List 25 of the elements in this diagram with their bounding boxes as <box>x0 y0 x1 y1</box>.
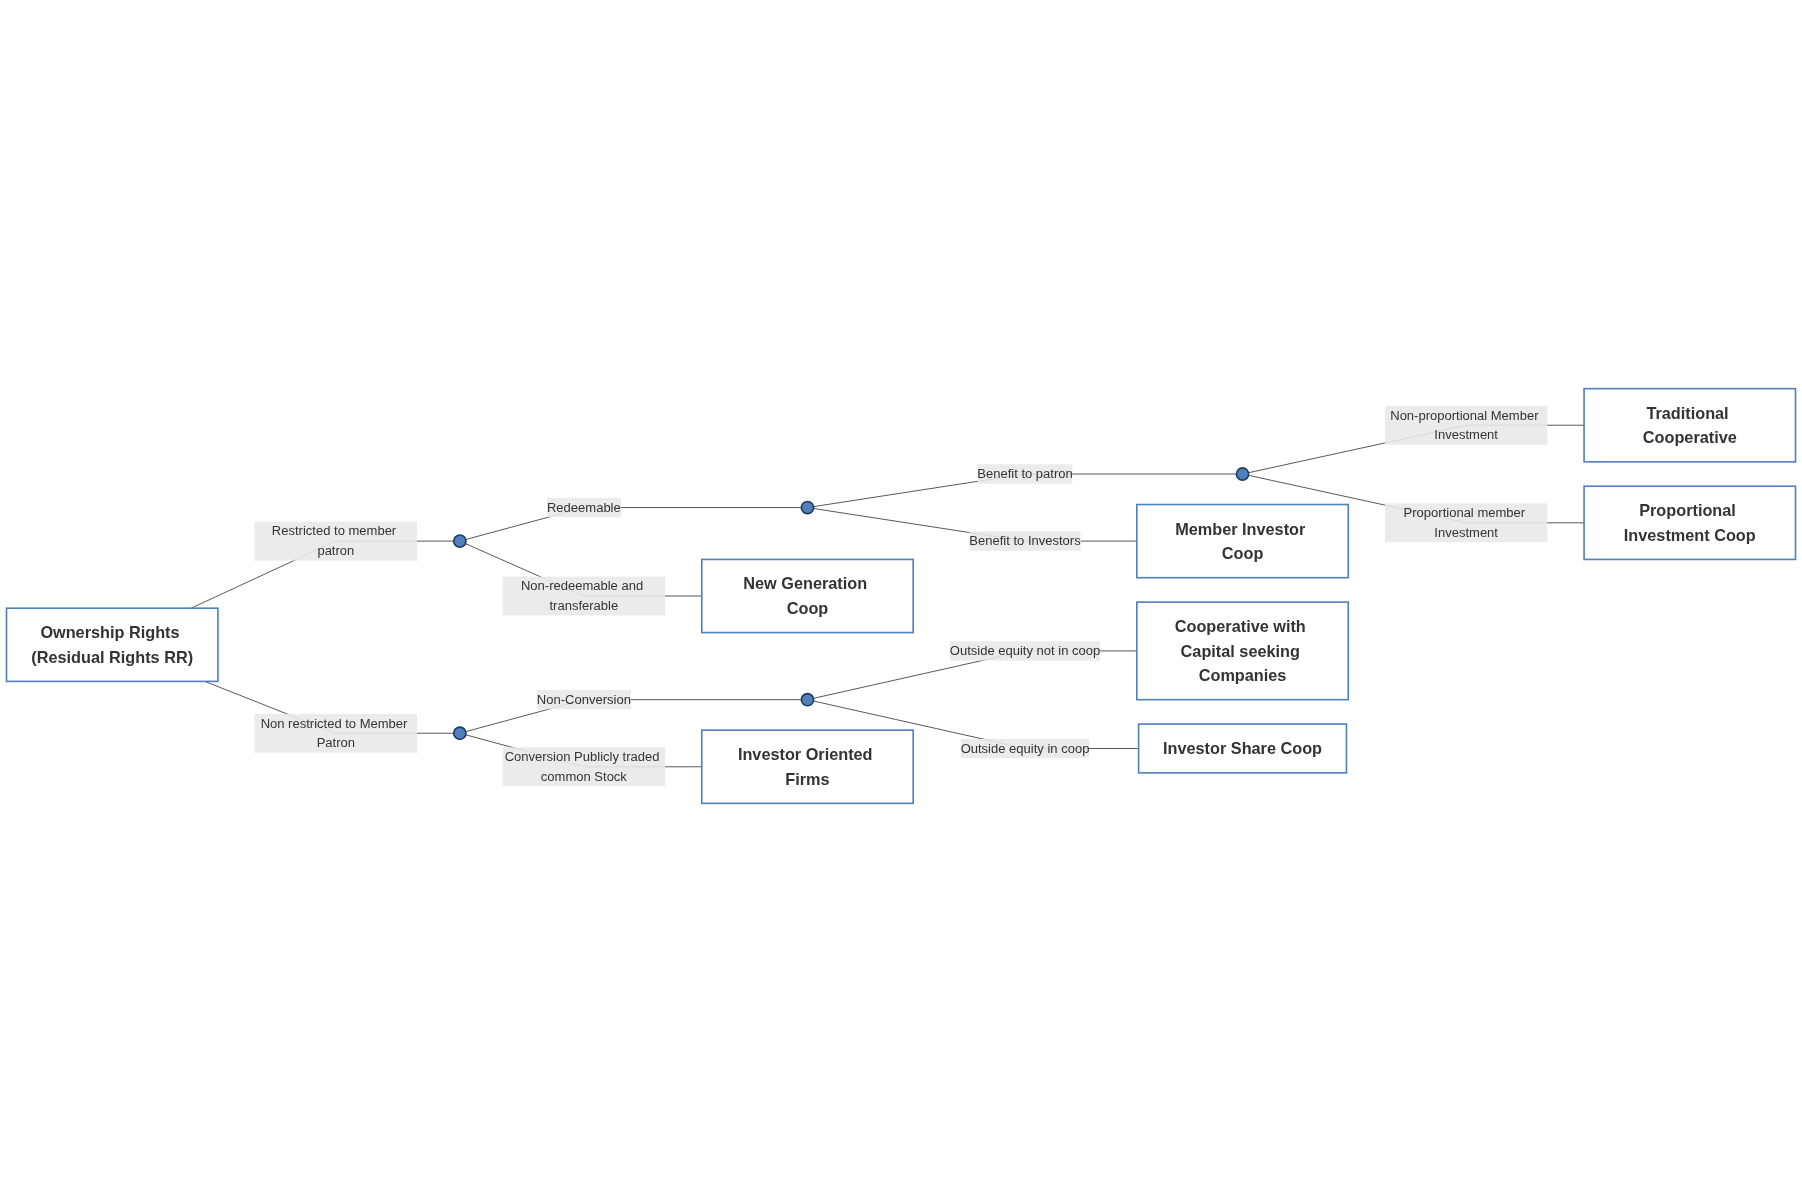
node-star <box>452 726 467 741</box>
node-box: Investor Share Coop <box>1137 723 1348 774</box>
node-star <box>800 692 815 707</box>
edge-label: Outside equity in coop <box>960 741 1090 755</box>
edge-label: Non-redeemable and transferable <box>520 578 644 613</box>
edge-label: Non-proportional Member Investment <box>1390 408 1539 442</box>
edge-label: Benefit to Investors <box>969 533 1081 548</box>
edge-label: Conversion Publicly traded common Stock <box>504 749 660 784</box>
edge-label: Restricted to member patron <box>271 524 397 558</box>
node-box: Ownership Rights (Residual Rights RR) <box>5 607 219 683</box>
node-box: Member Investor Coop <box>1136 503 1350 579</box>
node-star <box>800 500 815 515</box>
node-star <box>452 534 467 549</box>
node-box: Investor Oriented Firms <box>700 729 914 805</box>
node-box: Proportional Investment Coop <box>1583 485 1797 561</box>
edge-label: Benefit to patron <box>977 466 1073 481</box>
node-star <box>1235 467 1250 481</box>
node-box: New Generation Coop <box>700 558 914 634</box>
node-box: Traditional Cooperative <box>1583 387 1797 463</box>
edge-label: Non restricted to Member Patron <box>260 716 408 750</box>
edge-label: Non-Conversion <box>536 692 631 707</box>
node-box: Cooperative with Capital seeking Companies <box>1136 601 1350 701</box>
edge-label: Redeemable <box>546 500 621 515</box>
edge-label: Outside equity not in coop <box>949 643 1101 658</box>
edge-label: Proportional member Investment <box>1403 505 1526 540</box>
